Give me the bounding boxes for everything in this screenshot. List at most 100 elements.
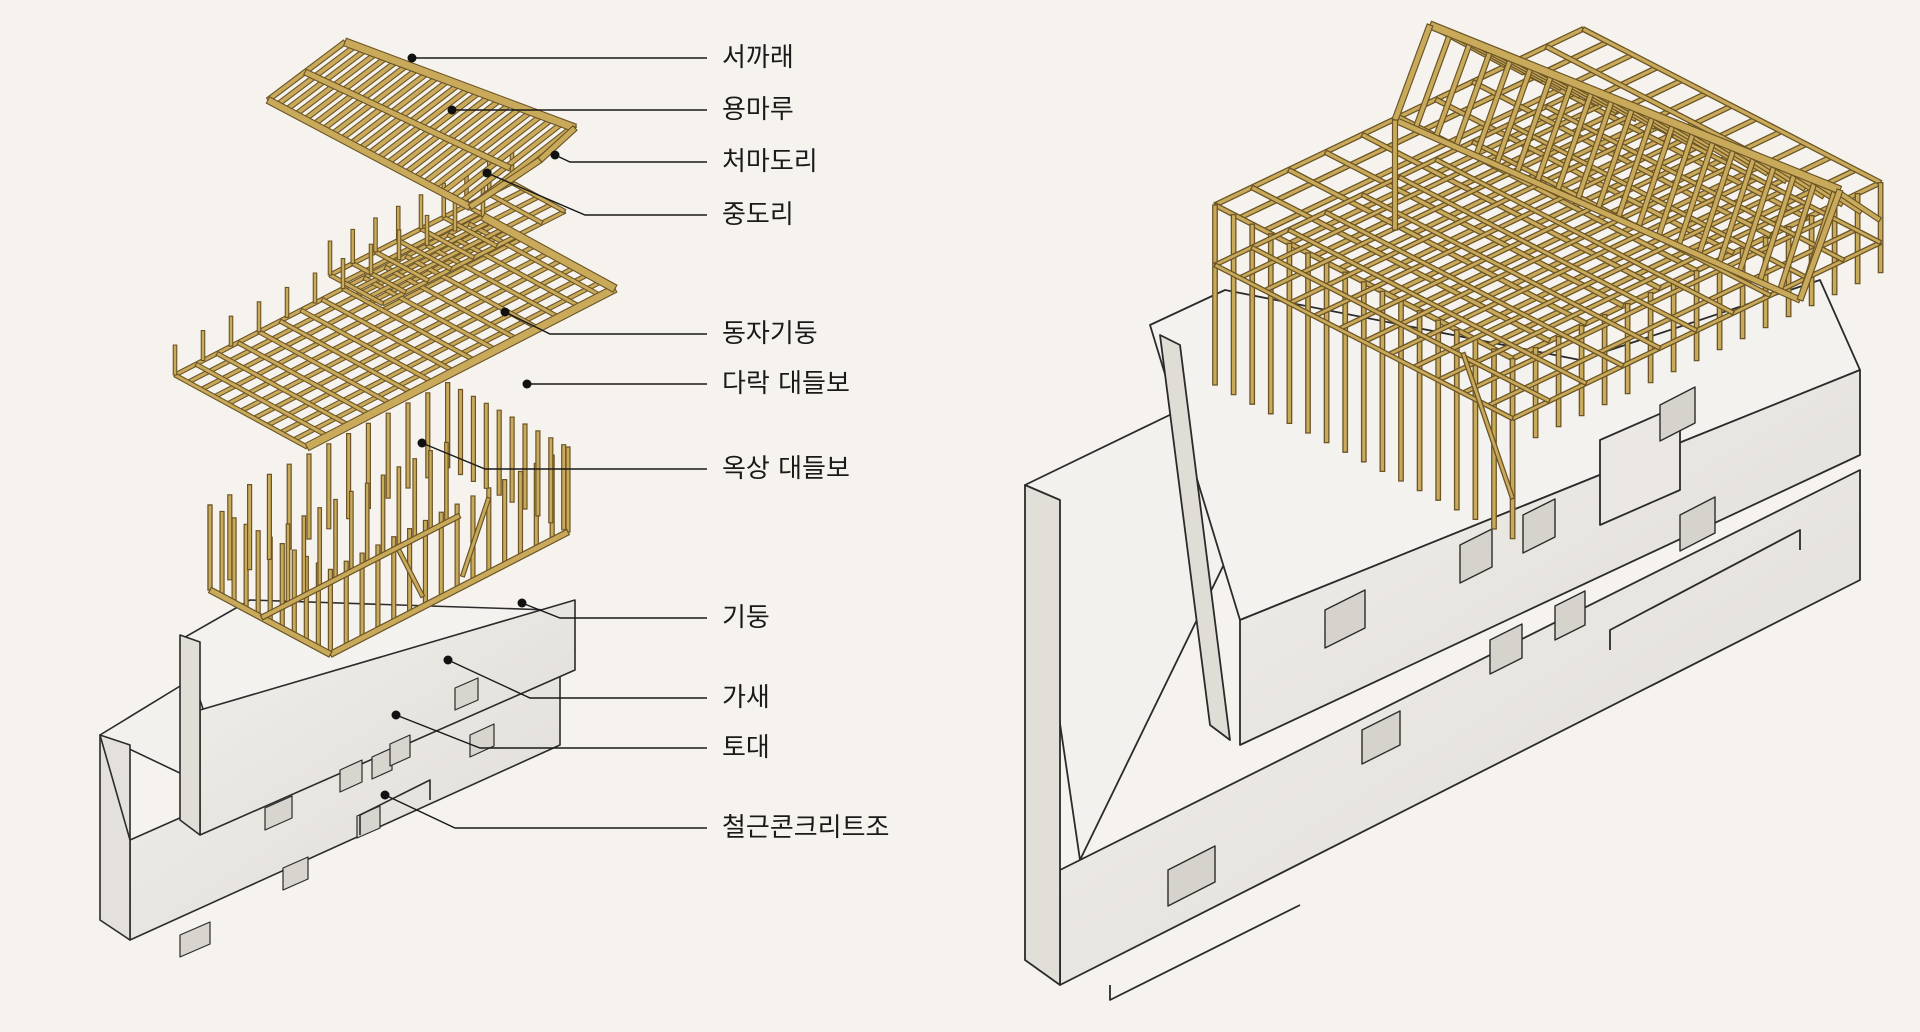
- upper-joist: [1360, 191, 1662, 351]
- leader-middle-purlin: [486, 172, 707, 216]
- dot-sill: [391, 710, 401, 720]
- post-member: [256, 301, 262, 333]
- frame-post: [1416, 309, 1423, 492]
- ridge-beam-member: [1427, 20, 1843, 195]
- stud-member: [266, 473, 272, 561]
- left-wall-frame: [207, 382, 571, 658]
- label-sill: 토대: [722, 733, 770, 763]
- leader-king-post: [504, 311, 707, 335]
- leader-eave-purlin: [554, 154, 707, 163]
- post-member: [340, 258, 346, 290]
- ridge-beam-member: [342, 37, 578, 133]
- post-member: [228, 315, 234, 347]
- upper-joist: [1434, 156, 1736, 316]
- dot-stud-brace: [443, 655, 453, 665]
- upper-joist: [1286, 227, 1588, 387]
- gable-member: [1796, 188, 1844, 302]
- stud-member: [326, 443, 332, 530]
- label-ridge-beam: 용마루: [722, 95, 794, 125]
- label-king-post: 동자기둥: [722, 319, 818, 349]
- frame-joist: [1360, 131, 1662, 292]
- label-column: 기둥: [722, 603, 770, 633]
- stud-member: [535, 430, 541, 517]
- leader-rc-structure: [384, 794, 707, 829]
- post-member: [172, 344, 178, 376]
- interior-stud: [317, 507, 323, 589]
- upper-joist: [1250, 244, 1552, 404]
- dot-rooftop-girder: [417, 438, 427, 448]
- frame-post: [1212, 204, 1218, 386]
- interior-stud: [380, 474, 386, 556]
- column-member: [517, 470, 524, 558]
- stud-member: [405, 402, 411, 489]
- dot-king-post: [500, 307, 510, 317]
- label-rafter: 서까래: [722, 43, 794, 73]
- label-eave-purlin: 처마도리: [722, 147, 818, 177]
- stud-member: [522, 423, 528, 510]
- column-member: [219, 510, 225, 598]
- right-concrete-base: [1024, 279, 1861, 1001]
- sill-member: [207, 586, 333, 658]
- label-rooftop-girder: 옥상 대들보: [722, 454, 850, 484]
- dot-rc-structure: [380, 790, 390, 800]
- king-post-member: [418, 194, 424, 230]
- interior-stud: [396, 466, 402, 548]
- label-stud-brace: 가새: [722, 683, 770, 713]
- dot-eave-purlin: [550, 150, 560, 160]
- leader-sill: [395, 714, 707, 749]
- right-roof-rafters: [1391, 20, 1883, 304]
- dot-rafter: [407, 53, 417, 63]
- interior-stud: [412, 458, 418, 540]
- interior-stud: [333, 498, 338, 581]
- leader-rooftop-girder: [421, 442, 707, 470]
- interior-stud: [301, 515, 307, 597]
- interior-stud: [364, 482, 370, 564]
- dot-middle-purlin: [482, 168, 492, 178]
- label-attic-girder: 다락 대들보: [722, 369, 850, 399]
- left-roof-rafters: [265, 37, 578, 211]
- column-member: [565, 446, 571, 533]
- post-member: [368, 243, 374, 275]
- frame-post: [1305, 252, 1311, 434]
- label-rc-structure: 철근콘크리트조: [722, 813, 890, 843]
- frame-post: [1342, 271, 1349, 453]
- frame-post: [1286, 242, 1293, 425]
- stud-member: [247, 484, 253, 571]
- stud-member: [457, 388, 464, 476]
- stud-member: [470, 395, 476, 482]
- post-member: [200, 330, 206, 362]
- post-member: [284, 286, 290, 318]
- post-member: [424, 214, 430, 246]
- frame-post: [1453, 329, 1460, 511]
- frame-joist: [1286, 166, 1589, 327]
- upper-joist: [1323, 209, 1625, 369]
- column-member: [502, 479, 508, 566]
- upper-joist: [1397, 174, 1699, 334]
- stud-member: [483, 402, 489, 489]
- stud-member: [548, 437, 554, 524]
- upper-joist: [1213, 262, 1515, 422]
- interior-stud: [428, 449, 433, 532]
- frame-post: [1379, 290, 1386, 473]
- frame-post: [1360, 281, 1367, 463]
- king-post-member: [327, 240, 333, 276]
- attic-girder-member: [480, 212, 618, 293]
- frame-post: [1435, 319, 1442, 501]
- leader-column: [521, 602, 707, 619]
- brace-member: [459, 496, 492, 578]
- leader-lines: [384, 57, 707, 829]
- gable-post: [1391, 119, 1399, 231]
- left-floor-girder-grid: [172, 148, 618, 452]
- post-member: [312, 272, 318, 304]
- leader-stud-brace: [447, 659, 707, 699]
- post-member: [452, 200, 458, 232]
- column-member: [279, 543, 285, 630]
- frame-joist: [1581, 26, 1883, 186]
- king-post-member: [350, 228, 356, 265]
- interior-sill: [259, 512, 462, 621]
- gable-member: [537, 125, 578, 163]
- stud-member: [306, 453, 312, 540]
- column-member: [255, 530, 261, 617]
- leader-dots: [380, 53, 560, 800]
